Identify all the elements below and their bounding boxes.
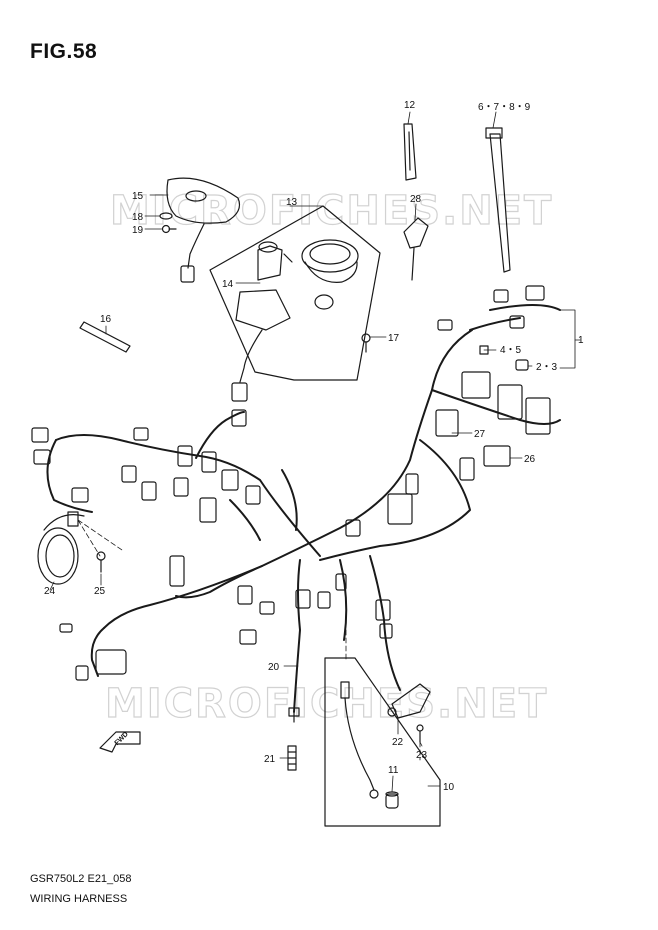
callout-14: 14 xyxy=(222,279,234,290)
part-16-tape xyxy=(79,321,131,353)
harness-connectors xyxy=(31,285,551,681)
callout-25: 25 xyxy=(94,586,106,597)
callout-2-3: 2・3 xyxy=(536,362,558,373)
part-10-lead xyxy=(324,657,441,827)
part-17-bolt xyxy=(361,333,371,353)
part-15-cover xyxy=(166,177,241,283)
callout-19: 19 xyxy=(132,225,144,236)
callout-1: 1 xyxy=(578,335,584,346)
part-24-horn xyxy=(37,511,85,585)
callout-15: 15 xyxy=(132,191,144,202)
main-harness xyxy=(46,304,561,713)
callout-4-5: 4・5 xyxy=(500,345,522,356)
fwd-arrow-icon xyxy=(99,731,141,753)
watermark-top: MICROFICHES.NET xyxy=(110,188,553,234)
part-12-clamp xyxy=(403,123,417,181)
leader-lines xyxy=(49,111,581,793)
callout-16: 16 xyxy=(100,314,112,325)
callout-13: 13 xyxy=(286,197,298,208)
callout-18: 18 xyxy=(132,212,144,223)
callout-27: 27 xyxy=(474,429,486,440)
part-19-screw xyxy=(161,224,177,234)
figure-title: FIG.58 xyxy=(30,40,98,63)
figure-caption: WIRING HARNESS xyxy=(30,893,128,905)
figure-code: GSR750L2 E21_058 xyxy=(30,873,132,885)
part-21-terminal xyxy=(287,745,297,771)
part-20-wire xyxy=(288,707,300,723)
part-22-sensor xyxy=(387,683,431,719)
callout-21: 21 xyxy=(264,754,276,765)
fwd-label: FWD xyxy=(114,731,130,747)
callout-28: 28 xyxy=(410,194,422,205)
callout-24: 24 xyxy=(44,586,56,597)
part-25-bolt xyxy=(96,551,106,573)
part-28-key xyxy=(403,217,429,281)
part-23-screw xyxy=(416,724,424,743)
callout-26: 26 xyxy=(524,454,536,465)
alignment-guides xyxy=(77,519,421,761)
callout-17: 17 xyxy=(388,333,400,344)
callout-6-9: 6・7・8・9 xyxy=(478,102,531,113)
callout-22: 22 xyxy=(392,737,404,748)
callout-23: 23 xyxy=(416,750,428,761)
callout-12: 12 xyxy=(404,100,416,111)
callout-11: 11 xyxy=(388,765,399,776)
watermark-bottom: MICROFICHES.NET xyxy=(105,681,548,727)
callout-20: 20 xyxy=(268,662,280,673)
part-6-9-cable-tie xyxy=(485,127,511,273)
callout-10: 10 xyxy=(443,782,455,793)
part-13-lock-set xyxy=(209,205,381,402)
part-11-cap xyxy=(385,791,399,809)
